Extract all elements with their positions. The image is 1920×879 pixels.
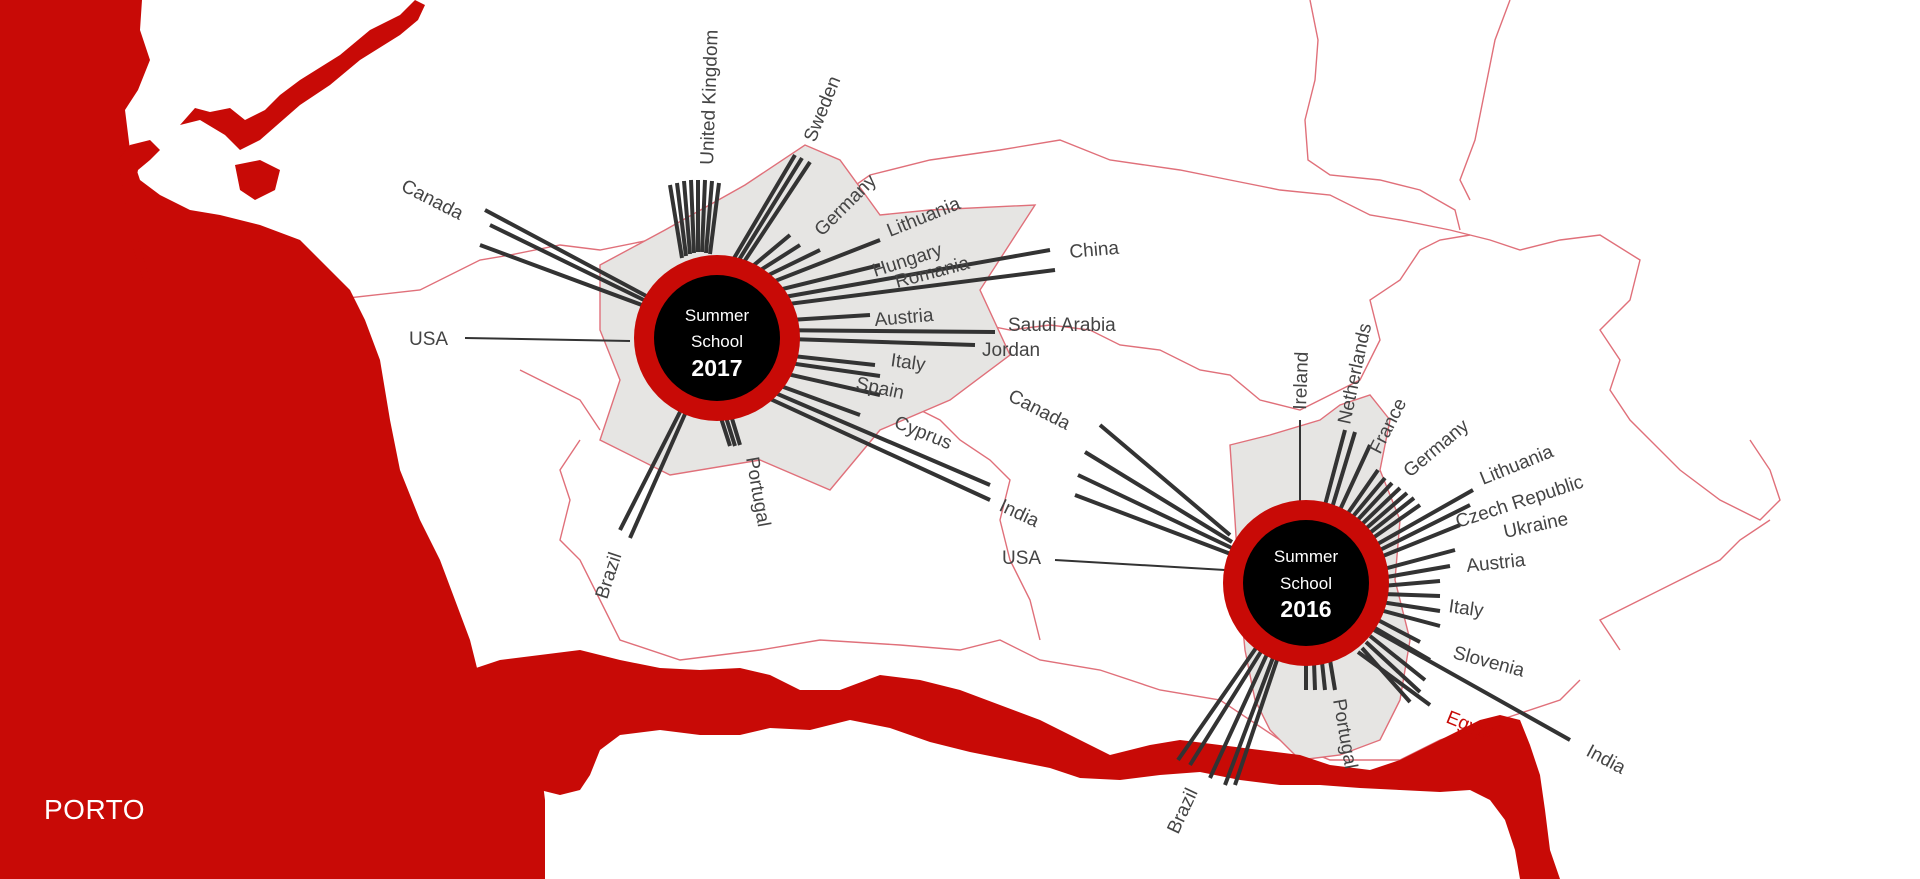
badge-2017-line2: School <box>691 332 743 351</box>
badge-2016-line2: School <box>1280 574 1332 593</box>
label-2017-usa: USA <box>409 329 448 350</box>
label-2016-canada: Canada <box>1005 386 1074 435</box>
badge-2016-line1: Summer <box>1274 547 1339 566</box>
port-basin <box>235 160 280 200</box>
label-2017-italy: Italy <box>889 350 927 376</box>
label-2016-usa: USA <box>1002 548 1041 569</box>
label-2016-slovenia: Slovenia <box>1451 643 1527 682</box>
district-boundaries <box>329 0 1781 761</box>
label-2016-italy: Italy <box>1447 596 1485 622</box>
label-2017-jordan: Jordan <box>982 340 1040 361</box>
label-2016-brazil: Brazil <box>1163 785 1202 837</box>
label-2016-ireland: Ireland <box>1290 351 1313 410</box>
port-breakwater <box>180 0 425 150</box>
label-2016-india: India <box>1583 741 1630 779</box>
rays-2017 <box>464 153 1056 539</box>
label-2017-sweden: Sweden <box>800 73 845 145</box>
label-2017-united-kingdom: United Kingdom <box>697 29 723 165</box>
badge-2016-year: 2016 <box>1280 596 1331 622</box>
label-2016-germany: Germany <box>1400 415 1474 482</box>
douro-river <box>470 650 1560 879</box>
label-2017-portugal: Portugal <box>741 455 774 528</box>
badge-2017-year: 2017 <box>691 355 742 381</box>
label-2017-canada: Canada <box>398 176 467 225</box>
rays-2016 <box>1054 420 1571 786</box>
label-2017-brazil: Brazil <box>592 550 627 602</box>
marina-arm <box>118 140 165 315</box>
label-2016-austria: Austria <box>1465 550 1526 577</box>
label-2017-china: China <box>1069 238 1121 263</box>
badge-center-2017 <box>654 275 780 401</box>
badge-center-2016 <box>1243 520 1369 646</box>
summer-school-2016-badge: Summer School 2016 <box>1223 500 1389 666</box>
label-2017-austria: Austria <box>874 305 935 331</box>
city-label: PORTO <box>44 794 146 825</box>
atlantic-ocean <box>0 0 545 879</box>
badge-2017-line1: Summer <box>685 306 750 325</box>
summer-school-2017-badge: Summer School 2017 <box>634 255 800 421</box>
label-2017-india: India <box>996 495 1043 532</box>
label-2017-saudi-arabia: Saudi Arabia <box>1008 315 1116 336</box>
